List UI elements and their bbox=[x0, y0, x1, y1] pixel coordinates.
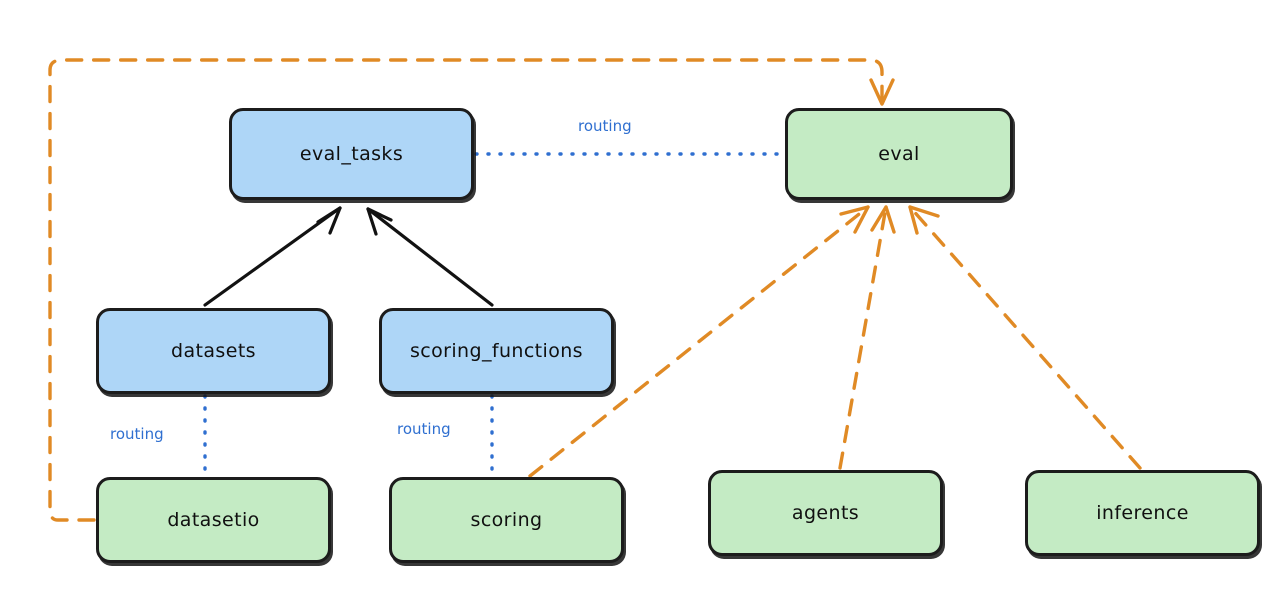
node-inference[interactable]: inference bbox=[1025, 470, 1260, 556]
node-scoring-functions-label: scoring_functions bbox=[410, 340, 583, 362]
edge-inference-to-eval-dependency bbox=[908, 205, 1142, 470]
node-scoring[interactable]: scoring bbox=[389, 477, 624, 563]
node-scoring-functions[interactable]: scoring_functions bbox=[379, 308, 614, 394]
node-datasetio[interactable]: datasetio bbox=[96, 477, 331, 563]
node-eval-tasks[interactable]: eval_tasks bbox=[229, 108, 474, 200]
edge-label-routing-datasets-datasetio: routing bbox=[110, 425, 164, 443]
edge-agents-to-eval-dependency bbox=[838, 205, 896, 470]
node-datasets[interactable]: datasets bbox=[96, 308, 331, 394]
node-eval[interactable]: eval bbox=[785, 108, 1013, 200]
edge-datasets-to-eval-tasks bbox=[203, 206, 342, 307]
node-agents-label: agents bbox=[791, 502, 860, 524]
edge-label-routing-eval-tasks-eval: routing bbox=[578, 117, 632, 135]
node-datasets-label: datasets bbox=[171, 340, 256, 362]
edge-scoring-functions-to-eval-tasks bbox=[366, 207, 494, 307]
node-eval-tasks-label: eval_tasks bbox=[299, 143, 404, 165]
node-eval-label: eval bbox=[878, 143, 920, 165]
node-inference-label: inference bbox=[1096, 502, 1189, 524]
node-agents[interactable]: agents bbox=[708, 470, 943, 556]
node-datasetio-label: datasetio bbox=[167, 509, 260, 531]
edge-label-routing-scoring-functions-scoring: routing bbox=[397, 420, 451, 438]
edge-scoring-to-eval-dependency bbox=[528, 205, 870, 478]
node-scoring-label: scoring bbox=[470, 509, 543, 531]
edge-datasetio-to-eval-dependency bbox=[48, 58, 895, 522]
